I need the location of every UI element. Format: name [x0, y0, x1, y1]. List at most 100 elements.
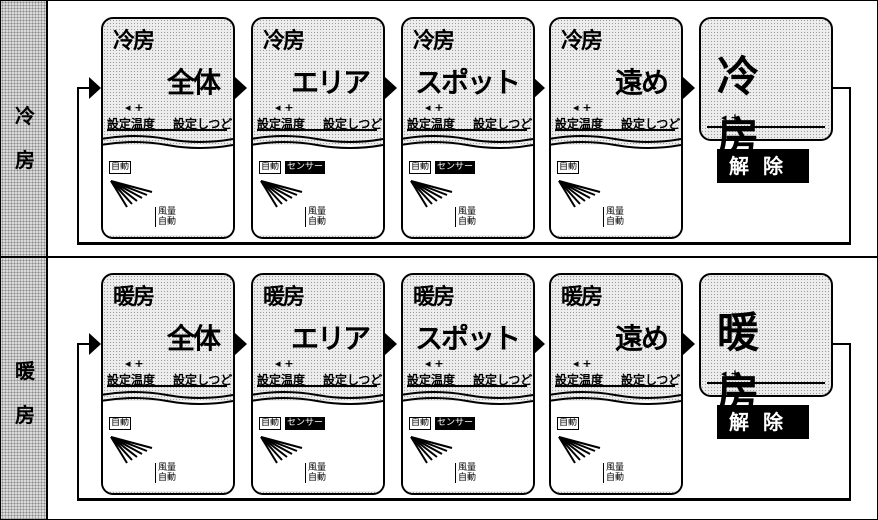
indicator-marks: ◂ + — [425, 101, 444, 114]
fan-volume-text: 風量 — [458, 207, 477, 217]
fan-volume-label: 風量自動 — [455, 207, 476, 227]
display-lower — [403, 401, 533, 491]
set-temp-label: 設定温度 — [407, 117, 456, 131]
fan-icon — [260, 436, 303, 464]
panel-mode-label: 暖房 — [413, 285, 455, 310]
wave-divider — [253, 135, 383, 149]
fan-volume-text: 風量 — [158, 463, 177, 473]
set-humidity-label: 設定しつど — [621, 373, 681, 387]
arrow-right-icon — [533, 77, 545, 99]
mode-panel: 冷房エリア◂ +設定温度設定しつど自動センサー風量自動 — [251, 17, 385, 239]
auto-chip: 自動 — [259, 417, 282, 430]
loop-line — [77, 87, 89, 89]
fan-volume-label: 風量自動 — [155, 463, 176, 483]
fan-volume-auto: 自動 — [606, 217, 625, 227]
indicator-marks: ◂ + — [275, 357, 294, 370]
auto-chip: 自動 — [109, 161, 132, 174]
wave-divider — [403, 391, 533, 405]
underline — [107, 129, 227, 131]
auto-chip: 自動 — [409, 417, 432, 430]
panel-mode-label: 冷房 — [561, 29, 603, 54]
underline — [407, 385, 527, 387]
wave-divider — [253, 391, 383, 405]
set-temp-label: 設定温度 — [555, 373, 604, 387]
arrow-right-icon — [235, 77, 247, 99]
underline — [555, 129, 675, 131]
display-lower — [103, 145, 233, 235]
mode-panel: 冷房全体◂ +設定温度設定しつど自動風量自動 — [101, 17, 235, 239]
loop-line — [77, 343, 79, 498]
arrow-right-icon — [235, 333, 247, 355]
panel-mode-label: 暖房 — [113, 285, 155, 310]
mode-panel: 冷房遠め◂ +設定温度設定しつど自動風量自動 — [549, 17, 683, 239]
indicator-marks: ◂ + — [573, 357, 592, 370]
final-mode-panel: 冷房◂ + — [699, 17, 833, 162]
set-humidity-label: 設定しつど — [173, 373, 233, 387]
sensor-chip: センサー — [285, 161, 326, 174]
fan-volume-label: 風量自動 — [603, 207, 624, 227]
panel-target-label: 遠め — [614, 66, 669, 99]
auto-chip: 自動 — [557, 161, 580, 174]
mode-panel: 冷房スポット◂ +設定温度設定しつど自動センサー風量自動 — [401, 17, 535, 239]
arrow-right-icon — [385, 333, 397, 355]
underline — [107, 385, 227, 387]
panel-mode-label: 冷房 — [263, 29, 305, 54]
set-humidity-label: 設定しつど — [323, 373, 383, 387]
set-humidity-label: 設定しつど — [473, 117, 533, 131]
sensor-chip: センサー — [285, 417, 326, 430]
fan-volume-auto: 自動 — [308, 217, 327, 227]
fan-volume-auto: 自動 — [458, 217, 477, 227]
fan-volume-text: 風量 — [458, 463, 477, 473]
loop-line — [849, 87, 851, 245]
panel-mode-label: 冷房 — [113, 29, 155, 54]
row-label-char: 房 — [15, 403, 35, 427]
fan-volume-label: 風量自動 — [155, 207, 176, 227]
fan-volume-text: 風量 — [308, 207, 327, 217]
wave-divider — [551, 391, 681, 405]
set-humidity-label: 設定しつど — [473, 373, 533, 387]
fan-volume-auto: 自動 — [308, 473, 327, 483]
display-lower — [253, 145, 383, 235]
fan-icon — [410, 436, 453, 464]
panel-target-label: 遠め — [614, 322, 669, 355]
fan-icon — [558, 180, 601, 208]
loop-line — [77, 87, 79, 242]
loop-line — [831, 343, 851, 345]
fan-volume-text: 風量 — [158, 207, 177, 217]
row-label-heating: 暖 房 — [5, 361, 45, 449]
auto-chip: 自動 — [109, 417, 132, 430]
mode-panel: 暖房エリア◂ +設定温度設定しつど自動センサー風量自動 — [251, 273, 385, 495]
release-badge: 解除 — [717, 149, 809, 183]
fan-volume-auto: 自動 — [158, 473, 177, 483]
fan-icon — [410, 180, 453, 208]
set-temp-label: 設定温度 — [107, 373, 156, 387]
auto-chip: 自動 — [259, 161, 282, 174]
indicator-marks: ◂ + — [721, 367, 740, 380]
underline — [407, 129, 527, 131]
row-divider — [1, 256, 877, 258]
final-mode-panel: 暖房◂ + — [699, 273, 833, 418]
indicator-marks: ◂ + — [721, 111, 740, 124]
fan-volume-label: 風量自動 — [305, 463, 326, 483]
final-mode-label: 冷房 — [717, 52, 782, 162]
fan-icon — [110, 436, 153, 464]
fan-volume-auto: 自動 — [458, 473, 477, 483]
set-humidity-label: 設定しつど — [323, 117, 383, 131]
mode-panel: 暖房遠め◂ +設定温度設定しつど自動風量自動 — [549, 273, 683, 495]
fan-icon — [110, 180, 153, 208]
set-temp-label: 設定温度 — [407, 373, 456, 387]
wave-divider — [551, 135, 681, 149]
underline — [555, 385, 675, 387]
display-lower — [551, 401, 681, 491]
display-lower — [103, 401, 233, 491]
panel-mode-label: 暖房 — [561, 285, 603, 310]
loop-line — [849, 343, 851, 501]
arrow-right-icon — [385, 77, 397, 99]
set-temp-label: 設定温度 — [257, 373, 306, 387]
set-temp-label: 設定温度 — [107, 117, 156, 131]
panel-target-label: エリア — [290, 322, 371, 355]
panel-target-label: 全体 — [166, 66, 221, 99]
indicator-marks: ◂ + — [125, 357, 144, 370]
loop-line — [77, 343, 89, 345]
arrow-right-icon — [683, 333, 695, 355]
